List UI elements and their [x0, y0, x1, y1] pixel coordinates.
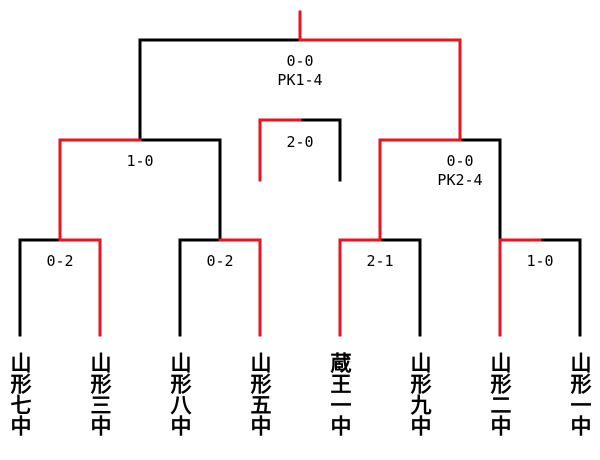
round1-match2-score: 0-2: [206, 252, 233, 270]
third-place-score: 2-0: [286, 133, 313, 151]
team-name: 山形八中: [168, 352, 192, 437]
bracket-line: [298, 38, 462, 142]
bracket-line: [138, 138, 222, 242]
team-name: 山形九中: [408, 352, 433, 437]
bracket-line: [178, 238, 222, 337]
semifinal-2-score: 0-0: [446, 152, 473, 170]
final-score: 0-0: [286, 52, 313, 70]
bracket-line: [298, 118, 342, 182]
bracket-line: [218, 238, 262, 337]
team-name: 山形一中: [568, 352, 592, 437]
bracket-line: [138, 38, 302, 142]
team-name: 山形七中: [8, 352, 32, 437]
team-name: 蔵王一中: [328, 351, 352, 437]
semifinal-1-score: 1-0: [126, 152, 153, 170]
bracket-line: [538, 238, 582, 337]
bracket-line: [498, 238, 542, 337]
team-names: 山形七中 山形三中 山形八中 山形五中 蔵王一中 山形九中 山形二中 山形一中: [8, 351, 592, 437]
bracket-line: [18, 238, 62, 337]
round1-match1-score: 0-2: [46, 252, 73, 270]
team-name: 山形三中: [88, 352, 112, 437]
bracket-line: [58, 138, 142, 242]
winner-paths: [58, 10, 542, 337]
bracket-line: [58, 238, 102, 337]
semifinal-2-pk-score: PK2-4: [437, 171, 482, 189]
round1-match3-score: 2-1: [366, 252, 393, 270]
bracket-line: [258, 118, 302, 182]
bracket-line: [378, 238, 422, 337]
score-labels: 0-0 PK1-4 2-0 1-0 0-0 PK2-4 0-2 0-2 2-1 …: [46, 52, 553, 270]
bracket-line: [458, 138, 502, 242]
loser-paths: [18, 38, 582, 337]
team-name: 山形二中: [488, 352, 512, 437]
bracket-line: [338, 238, 382, 337]
team-name: 山形五中: [248, 352, 272, 437]
round1-match4-score: 1-0: [526, 252, 553, 270]
bracket-line: [378, 138, 462, 242]
final-pk-score: PK1-4: [277, 71, 322, 89]
